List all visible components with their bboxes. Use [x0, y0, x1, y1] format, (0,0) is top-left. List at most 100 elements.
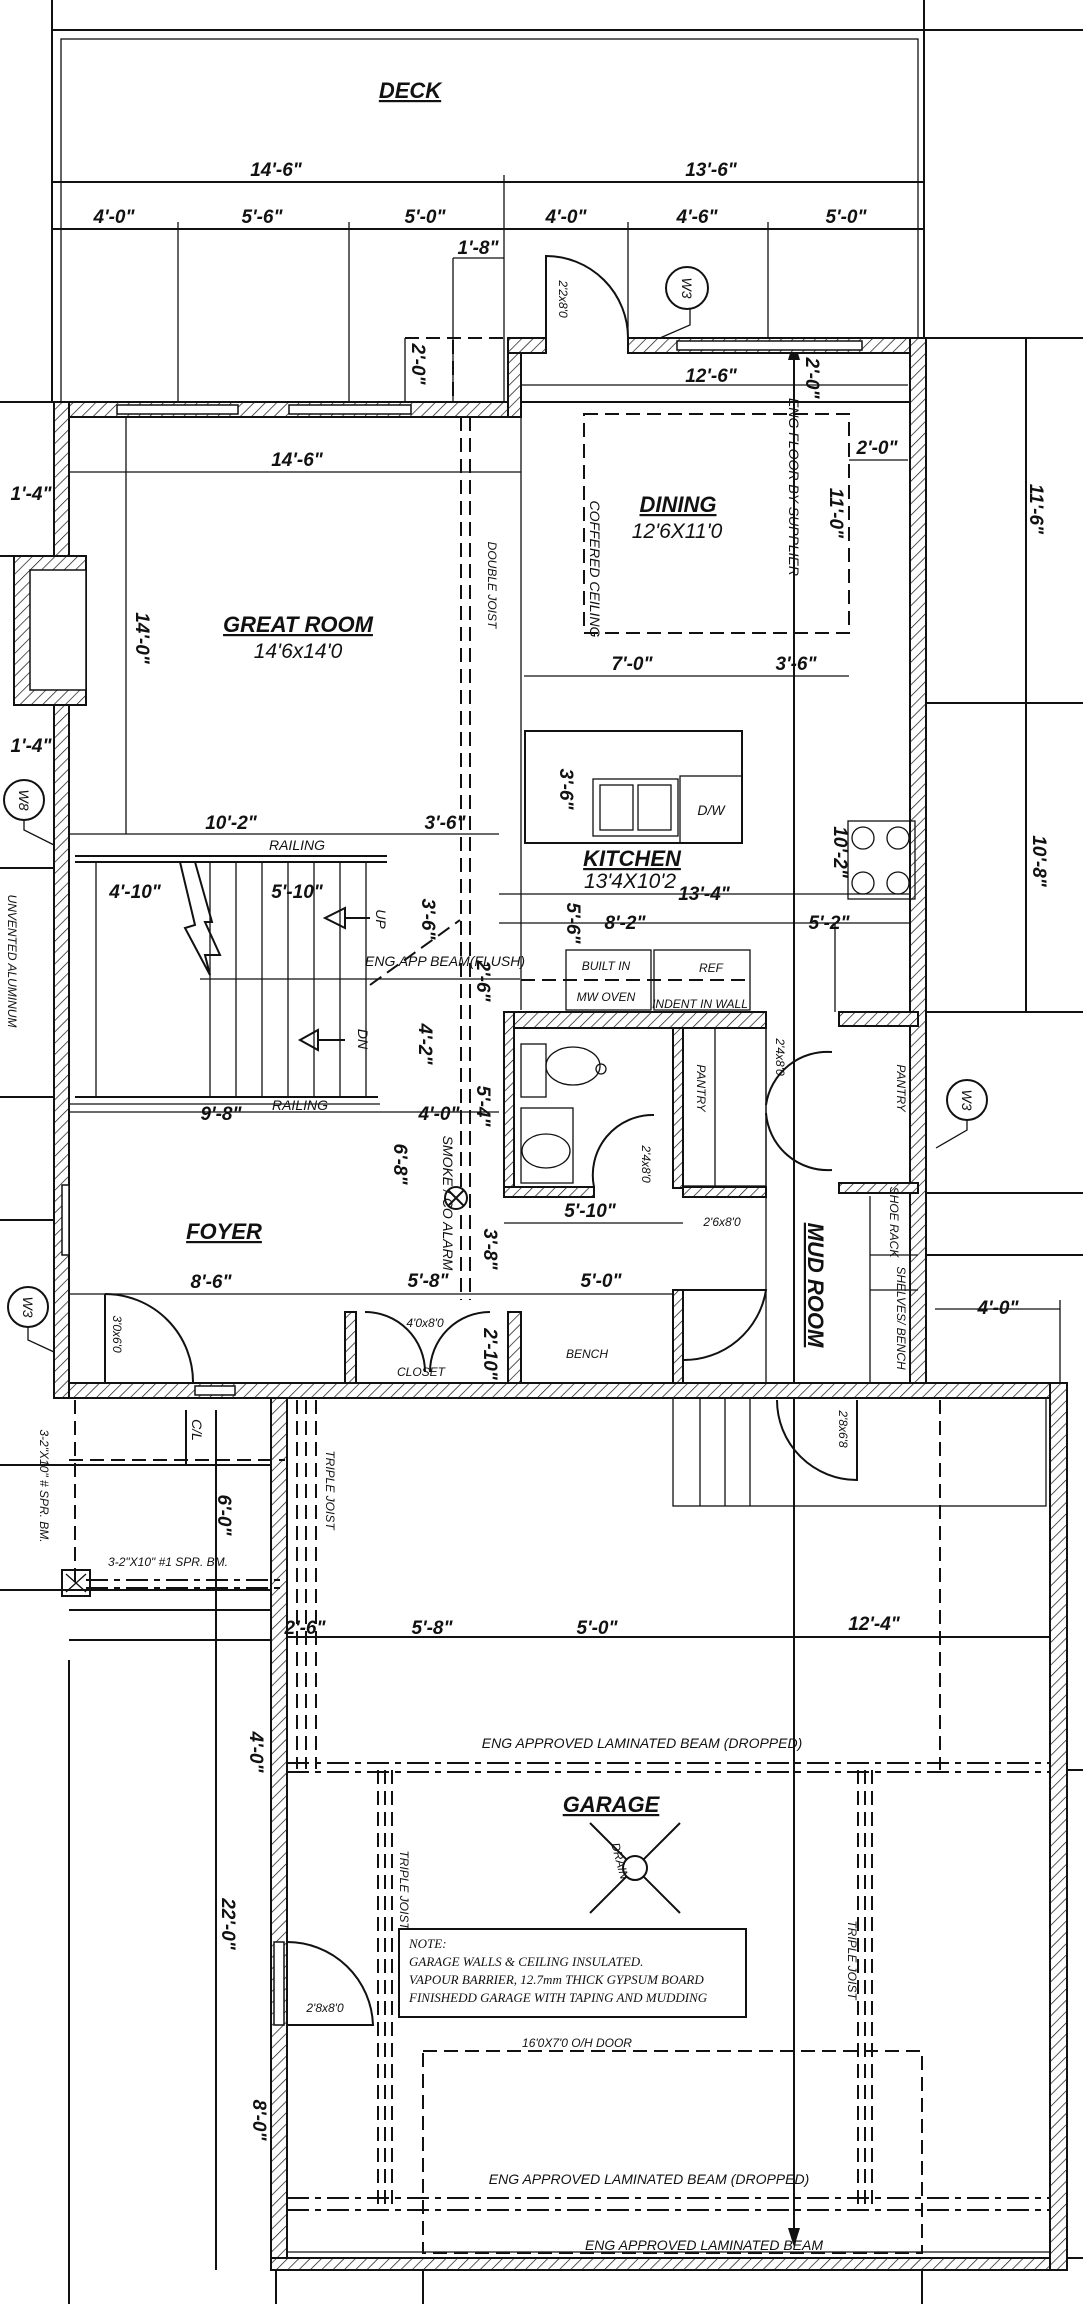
label-beam-dropped: ENG APPROVED LAMINATED BEAM (DROPPED) — [489, 2171, 810, 2187]
dimension: 5'-0" — [826, 207, 868, 228]
dimension: 5'-4" — [472, 1086, 493, 1128]
dimension: 4'-0" — [545, 207, 588, 228]
pantry-shelves — [682, 1027, 767, 1187]
label-pantry: PANTRY — [694, 1064, 708, 1112]
dimension: 22'-0" — [217, 1897, 238, 1951]
dimension: 1'-4" — [11, 484, 53, 505]
dimension: 6'-8" — [389, 1144, 410, 1186]
room-kitchen: KITCHEN — [583, 846, 682, 871]
dimension: 3'-6" — [417, 899, 438, 941]
dimension: 3'-8" — [479, 1229, 500, 1271]
toilet-tank — [520, 1043, 547, 1098]
dimension: 5'-8" — [412, 1618, 454, 1639]
walls — [13, 337, 1068, 2271]
dimension: 2'-0" — [801, 357, 822, 400]
room-foyer: FOYER — [186, 1219, 262, 1244]
garage-structure — [61, 1400, 1050, 2254]
garage-note: NOTE: GARAGE WALLS & CEILING INSULATED. … — [398, 1928, 747, 2018]
room-mud-room: MUD ROOM — [803, 1223, 828, 1348]
interior-lines — [69, 384, 1061, 1383]
door-label: 16'0X7'0 O/H DOOR — [522, 2036, 632, 2050]
dimension: 2'-10" — [479, 1327, 500, 1381]
post — [61, 1569, 91, 1597]
label-cl: C/L — [189, 1419, 205, 1441]
dimension: 13'-4" — [678, 884, 731, 905]
dimension: 5'-2" — [809, 913, 851, 934]
door-label: 2'4x8'0 — [639, 1144, 653, 1183]
dimension: 11'-6" — [1025, 484, 1046, 535]
room-great-room-size: 14'6x14'0 — [254, 640, 343, 663]
smoke-alarm-icon — [444, 1186, 468, 1210]
door-label: 2'8x6'8 — [836, 1409, 850, 1448]
dimension: 4'-10" — [108, 882, 162, 903]
label-pantry: PANTRY — [894, 1064, 908, 1112]
door-label: 4'0x8'0 — [406, 1316, 444, 1330]
range — [847, 820, 916, 900]
note-line: GARAGE WALLS & CEILING INSULATED. — [409, 1954, 643, 1969]
dimension: 6'-0" — [213, 1495, 234, 1537]
label-dn: DN — [355, 1029, 371, 1050]
dimension: 8'-0" — [248, 2100, 269, 2142]
sink — [592, 778, 679, 837]
door-label: 2'2x8'0 — [556, 279, 570, 318]
label-shoe-rack: SHOE RACK — [887, 1187, 901, 1259]
kitchen-fixtures — [521, 730, 916, 1012]
drain-icon — [622, 1855, 648, 1881]
label-ref: REF — [699, 961, 724, 975]
label-built-in: BUILT IN — [582, 959, 631, 973]
window-tag-w8: W8 — [16, 790, 32, 811]
dimension: 10'-2" — [205, 813, 258, 834]
note-line: VAPOUR BARRIER, 12.7mm THICK GYPSUM BOAR… — [409, 1972, 704, 1987]
dimension: 2'-0" — [407, 343, 428, 386]
label-eng-floor: ENG FLOOR BY SUPPLIER — [786, 398, 802, 576]
label-beam: ENG APPROVED LAMINATED BEAM — [585, 2237, 823, 2253]
note-line: FINISHEDD GARAGE WITH TAPING AND MUDDING — [408, 1990, 708, 2005]
dimension: 5'-8" — [408, 1271, 450, 1292]
dimension: 8'-2" — [605, 913, 647, 934]
label-coffered-ceiling: COFFERED CEILING — [587, 501, 603, 638]
dimension: 9'-8" — [201, 1104, 243, 1125]
dimension: 4'-0" — [418, 1104, 461, 1125]
powder-room — [520, 1027, 767, 1188]
dimension: 4'-0" — [977, 1298, 1020, 1319]
dimension: 4'-0" — [245, 1731, 266, 1774]
dimension: 5'-10" — [564, 1201, 617, 1222]
dimension: 3'-6" — [425, 813, 467, 834]
room-dining: DINING — [640, 492, 717, 517]
window-tag-w3-left: W3 — [20, 1297, 36, 1318]
dimension: 5'-0" — [405, 207, 447, 228]
door-swings — [104, 254, 1047, 2026]
label-up: UP — [373, 909, 389, 929]
door-label: 3'0x6'0 — [110, 1315, 124, 1353]
label-indent: INDENT IN WALL — [652, 997, 748, 1011]
dimension: 3'-6" — [555, 769, 576, 811]
dimension: 10'-2" — [829, 826, 850, 879]
room-great-room: GREAT ROOM — [223, 612, 374, 637]
label-dw: D/W — [697, 802, 726, 818]
window-tag-w3-deck: W3 — [679, 278, 695, 299]
label-mw-oven: MW OVEN — [577, 990, 636, 1004]
label-shelves-bench: SHELVES/ BENCH — [894, 1266, 908, 1370]
dimension: 2'-6" — [472, 960, 493, 1003]
label-triple-joist: TRIPLE JOIST — [397, 1850, 411, 1931]
label-unvented-aluminum: UNVENTED ALUMINUM — [5, 895, 19, 1028]
dimension: 5'-6" — [242, 207, 284, 228]
dimension: 2'-0" — [856, 438, 899, 459]
room-labels: DECK GREAT ROOM 14'6x14'0 DINING 12'6X11… — [186, 78, 828, 1817]
staircase — [75, 855, 520, 1098]
dimension: 14'-6" — [250, 160, 303, 181]
dimension: 7'-0" — [612, 654, 654, 675]
window-tags: W3 W8 W3 W3 — [3, 266, 988, 1353]
room-kitchen-size: 13'4X10'2 — [584, 870, 676, 893]
toilet — [545, 1046, 601, 1086]
dimension: 1'-4" — [11, 736, 53, 757]
dimension: 5'-0" — [577, 1618, 619, 1639]
dimension: 13'-6" — [685, 160, 738, 181]
dimension: 14'-6" — [271, 450, 324, 471]
window-tag-w3-right: W3 — [959, 1090, 975, 1111]
room-garage: GARAGE — [563, 1792, 661, 1817]
label-railing: RAILING — [269, 837, 325, 853]
overhead-door-outline — [422, 2050, 923, 2254]
annotations: COFFERED CEILING DOUBLE JOIST ENG FLOOR … — [5, 398, 908, 2253]
dimension: 12'-4" — [848, 1614, 901, 1635]
